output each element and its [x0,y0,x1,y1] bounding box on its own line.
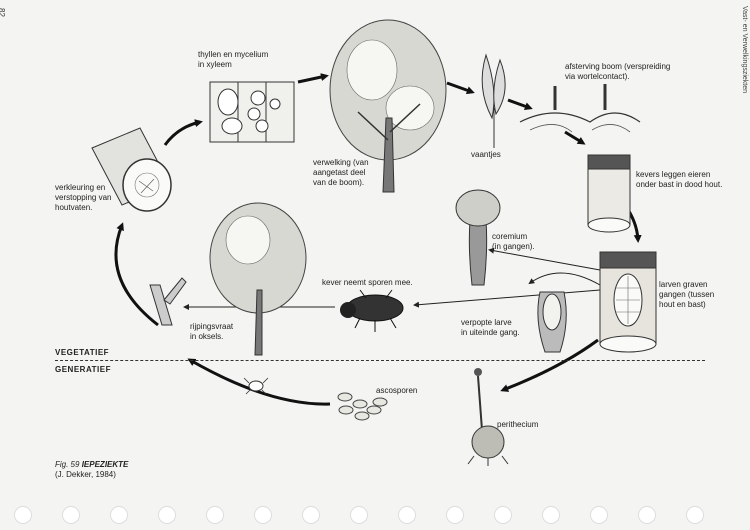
binder-hole [110,506,128,524]
label-coremium: coremium (in gangen). [492,232,535,251]
binder-hole [686,506,704,524]
small-beetle-icon [243,377,269,395]
binder-hole [494,506,512,524]
small-tree-illustration [209,202,307,356]
wilted-leaves-illustration [481,53,506,148]
arrow-roots-to-kevers [564,130,586,145]
dead-tree-roots-illustration [519,84,641,133]
label-thyllen: thyllen en mycelium in xyleem [198,50,269,69]
zone-generatief: GENERATIEF [55,365,111,374]
label-larven: larven graven gangen (tussen hout en bas… [659,280,715,309]
xylem-cells-illustration [209,81,295,143]
binder-hole [302,506,320,524]
binder-hole [350,506,368,524]
label-verkleuring: verkleuring en verstopping van houtvaten… [55,183,112,212]
arrow-larven-to-kever [413,289,601,308]
binder-hole [590,506,608,524]
binder-hole [62,506,80,524]
beetle-illustration [340,289,404,332]
arrow-vaantjes-to-roots [507,98,533,111]
label-vaantjes: vaantjes [471,150,501,159]
caption-title: IEPEZIEKTE [81,460,129,469]
wilting-tree-illustration [329,19,447,193]
bark-log-illustration [587,154,631,233]
ascospores-illustration [337,392,388,421]
binder-hole [206,506,224,524]
cut-log-illustration [91,127,172,212]
binder-hole [446,506,464,524]
label-verpopte-larve: verpopte larve in uiteinde gang. [461,318,520,337]
side-header: Vast- en Verwelkingsziekten [741,6,748,94]
arrow-larven-curve [528,272,601,286]
binder-hole [542,506,560,524]
label-afsterving: afsterving boom (verspreiding via wortel… [565,62,671,81]
arrow-verkleuring-to-thyllen [163,119,203,146]
label-ascosporen: ascosporen [376,386,418,395]
label-kevers-eieren: kevers leggen eieren onder bast in dood … [636,170,723,189]
twig-feeding-illustration [149,277,187,326]
binder-hole [14,506,32,524]
perithecium-illustration [467,368,509,466]
label-kever-sporen: kever neemt sporen mee. [322,278,413,287]
arrow-thyllen-to-tree [297,73,329,84]
arrow-tree-to-vaantjes [446,81,475,95]
label-verwelking: verwelking (van aangetast deel van de bo… [313,158,369,187]
coremium-illustration [455,189,501,286]
binder-hole [158,506,176,524]
figure-caption: Fig. 59 IEPEZIEKTE (J. Dekker, 1984) [55,460,128,480]
pupa-illustration [537,291,567,353]
binder-hole [398,506,416,524]
arrow-larven-to-coremium [488,247,601,271]
arrow-rijping-to-verkleuring [114,222,159,327]
larvae-gallery-log-illustration [599,251,657,353]
arrow-larven-to-perithecium [500,338,599,392]
label-perithecium: perithecium [497,420,539,429]
binder-hole [638,506,656,524]
caption-source: (J. Dekker, 1984) [55,470,116,479]
label-rijpingsvraat: rijpingsvraat in oksels. [190,322,234,341]
binder-hole [254,506,272,524]
zone-divider [55,360,705,361]
caption-fig-number: Fig. 59 [55,460,80,469]
arrow-ascosporen-to-beetle [187,358,331,406]
zone-vegetatief: VEGETATIEF [55,348,110,357]
